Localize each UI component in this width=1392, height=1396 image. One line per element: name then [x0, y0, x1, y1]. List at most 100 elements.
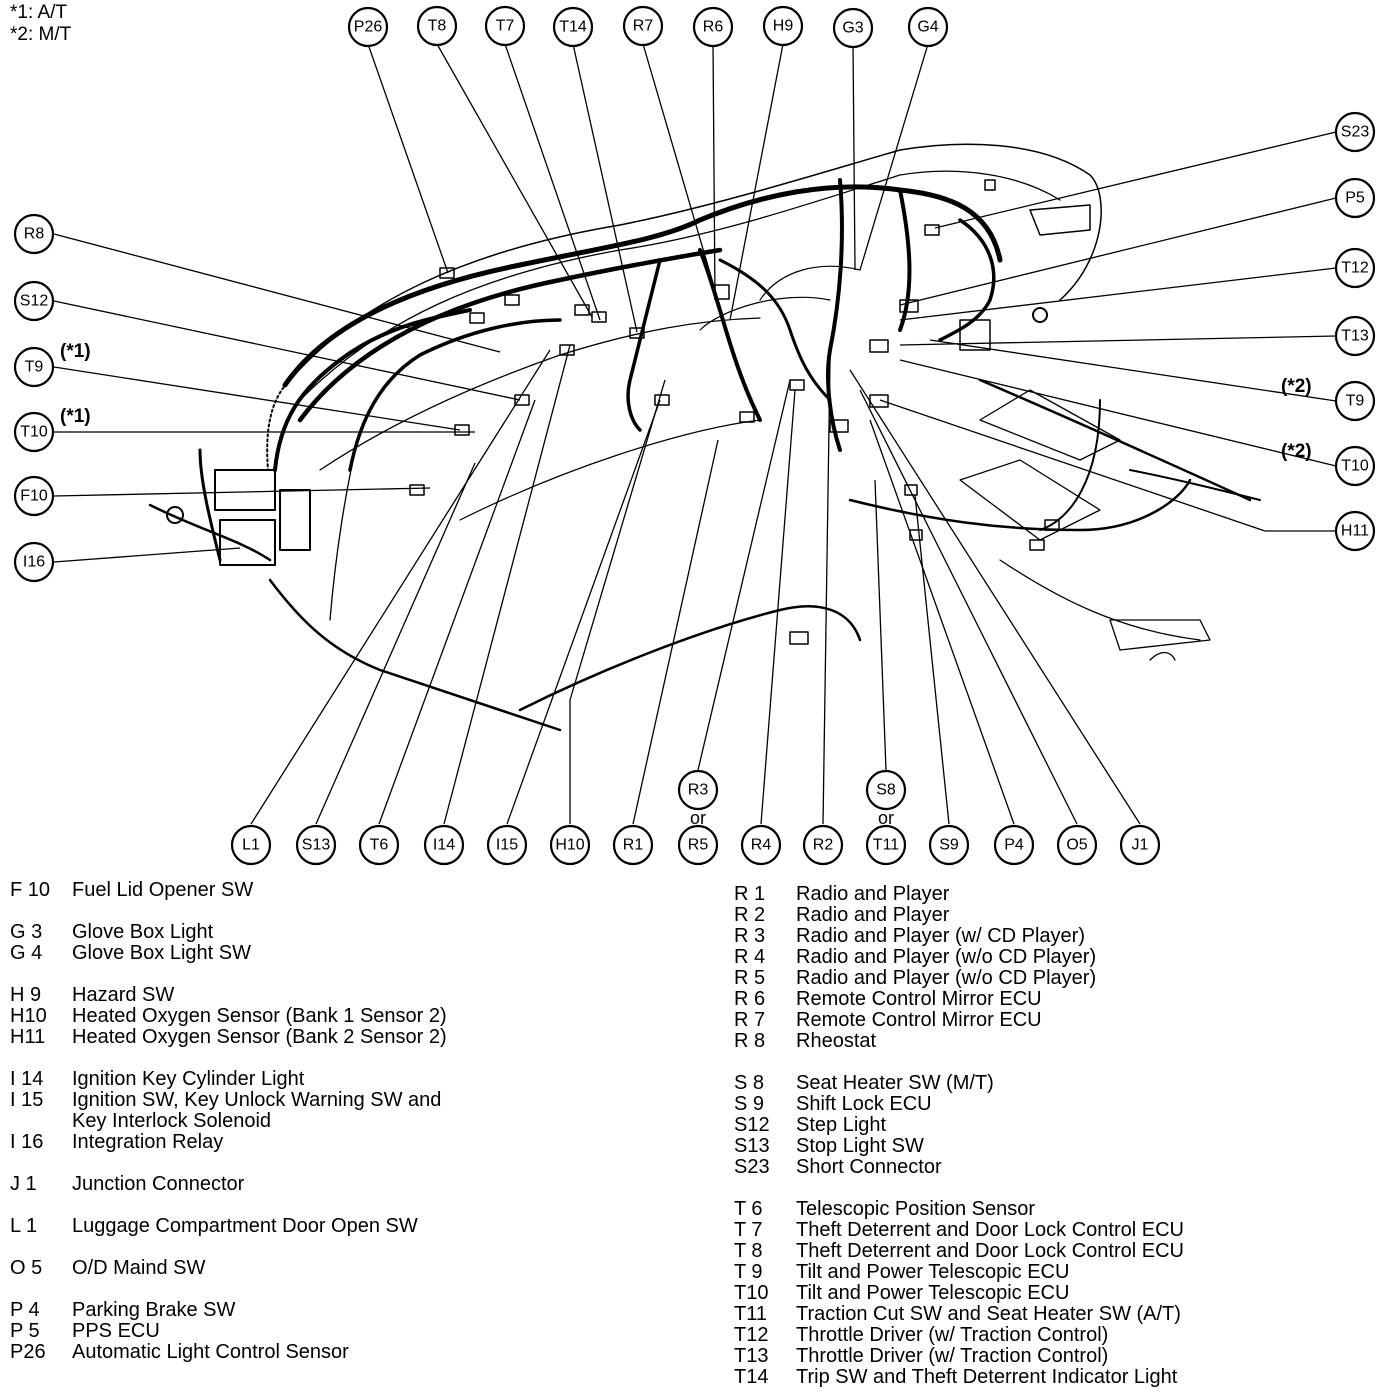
- note-t9-right: (*2): [1281, 376, 1312, 397]
- legend-code: T13: [734, 1345, 769, 1367]
- legend-code: H11: [10, 1026, 46, 1048]
- callout-r7: R7: [622, 5, 664, 47]
- legend-gap: [10, 901, 447, 922]
- or-r3-r5: or: [690, 808, 706, 828]
- svg-text:P5: P5: [1345, 190, 1365, 207]
- legend-description: PPS ECU: [72, 1320, 160, 1342]
- legend-code: S 9: [734, 1093, 765, 1115]
- callout-i14: I14: [423, 824, 465, 866]
- instrument-panel-drawing: [148, 143, 1261, 732]
- legend-code: I 15: [10, 1089, 44, 1111]
- legend-code: R 6: [734, 988, 766, 1010]
- svg-text:R6: R6: [703, 19, 724, 36]
- legend-code: R 5: [734, 967, 766, 989]
- legend-description: Radio and Player: [796, 883, 950, 905]
- legend-code: R 2: [734, 904, 766, 926]
- svg-text:R4: R4: [751, 837, 772, 854]
- legend-description: Remote Control Mirror ECU: [796, 988, 1042, 1010]
- legend-code: P26: [10, 1341, 46, 1363]
- callout-h10: H10: [549, 824, 591, 866]
- callout-r2: R2: [802, 824, 844, 866]
- note-t10-left: (*1): [60, 406, 91, 427]
- legend-description: Glove Box Light: [72, 921, 214, 943]
- legend-description: Shift Lock ECU: [796, 1093, 932, 1115]
- legend-entry: R 2 Radio and Player: [734, 905, 1184, 926]
- legend-description: Traction Cut SW and Seat Heater SW (A/T): [796, 1303, 1181, 1325]
- svg-text:S12: S12: [20, 293, 49, 310]
- legend-description: Parking Brake SW: [72, 1299, 236, 1321]
- legend-description: Heated Oxygen Sensor (Bank 1 Sensor 2): [72, 1005, 447, 1027]
- legend-entry: R 4 Radio and Player (w/o CD Player): [734, 947, 1184, 968]
- svg-text:S23: S23: [1341, 124, 1370, 141]
- svg-text:T10: T10: [1341, 458, 1369, 475]
- legend-description: Fuel Lid Opener SW: [72, 879, 254, 901]
- legend-description: Radio and Player (w/o CD Player): [796, 946, 1097, 968]
- callout-t9-left: T9: [13, 346, 55, 388]
- callout-t12: T12: [1334, 247, 1376, 289]
- svg-text:T9: T9: [25, 359, 44, 376]
- svg-text:H9: H9: [773, 18, 794, 35]
- callout-t14: T14: [552, 6, 594, 48]
- svg-text:R7: R7: [633, 18, 654, 35]
- callout-i16: I16: [13, 541, 55, 583]
- legend-gap: [734, 1178, 1184, 1199]
- legend-description: Radio and Player: [796, 904, 950, 926]
- legend-description: Luggage Compartment Door Open SW: [72, 1215, 418, 1237]
- legend-description: Glove Box Light SW: [72, 942, 251, 964]
- legend-entry: R 6 Remote Control Mirror ECU: [734, 989, 1184, 1010]
- footnote-mt: *2: M/T: [10, 24, 72, 45]
- legend-description: Tilt and Power Telescopic ECU: [796, 1282, 1070, 1304]
- legend-gap: [10, 964, 447, 985]
- bottom-callouts: L1 S13 T6 I14 I15 H10 R1 R5 R4 R2 T11 S9…: [230, 769, 1161, 866]
- svg-text:T9: T9: [1346, 393, 1365, 410]
- left-callouts: R8 S12 T9 T10 F10 I16 (*1) (*1): [13, 213, 91, 583]
- callout-t11: T11: [865, 824, 907, 866]
- legend-code: R 8: [734, 1030, 766, 1052]
- svg-text:R1: R1: [623, 837, 644, 854]
- legend-code: J 1: [10, 1173, 37, 1195]
- legend-entry: Key Interlock Solenoid: [10, 1111, 447, 1132]
- legend-code: [10, 1111, 72, 1132]
- callout-r5: R5: [677, 824, 719, 866]
- legend-description: Step Light: [796, 1114, 887, 1136]
- legend-code: R 4: [734, 946, 766, 968]
- top-callouts: P26 T8 T7 T14 R7 R6 H9 G3 G4: [347, 5, 949, 49]
- callout-r4: R4: [740, 824, 782, 866]
- legend-code: O 5: [10, 1257, 43, 1279]
- svg-text:R2: R2: [813, 837, 834, 854]
- svg-text:T13: T13: [1341, 328, 1369, 345]
- svg-text:T6: T6: [370, 837, 389, 854]
- svg-text:S9: S9: [939, 837, 959, 854]
- callout-r3: R3: [677, 769, 719, 811]
- legend-code: T 6: [734, 1198, 763, 1220]
- legend-gap: [10, 1279, 447, 1300]
- callout-s8: S8: [865, 769, 907, 811]
- footnote-at: *1: A/T: [10, 2, 68, 23]
- legend-description: Integration Relay: [72, 1131, 224, 1153]
- svg-text:S13: S13: [302, 837, 331, 854]
- note-t9-left: (*1): [60, 341, 91, 362]
- legend-gap: [10, 1195, 447, 1216]
- legend-description: Telescopic Position Sensor: [796, 1198, 1036, 1220]
- svg-text:P26: P26: [354, 19, 383, 36]
- legend-description: Hazard SW: [72, 984, 175, 1006]
- callout-p5: P5: [1334, 177, 1376, 219]
